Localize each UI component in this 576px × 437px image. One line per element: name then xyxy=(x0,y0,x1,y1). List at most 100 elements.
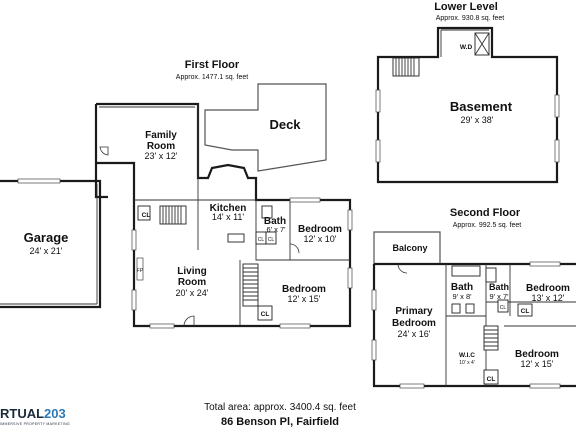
first-bedroom-b-dim: 12' x 15' xyxy=(288,294,321,304)
garage-dim: 24' x 21' xyxy=(30,246,63,256)
garage-outline xyxy=(0,179,102,309)
closet-label: CL xyxy=(500,305,507,311)
first-floor: First Floor Approx. 1477.1 sq. feet Deck… xyxy=(94,59,353,329)
window xyxy=(279,323,311,329)
family-room-name: Family xyxy=(145,130,177,141)
second-bath-a-dim: 9' x 8' xyxy=(452,292,472,301)
basement-stair-cross xyxy=(474,32,490,56)
window xyxy=(371,339,377,361)
garage-inner-wall xyxy=(0,184,98,305)
primary-bedroom-name-2: Bedroom xyxy=(392,318,436,329)
closet-box xyxy=(257,305,273,321)
closet-box xyxy=(137,205,151,221)
closet-box xyxy=(483,369,499,385)
kitchen-dim: 14' x 11' xyxy=(212,212,245,222)
basement-stair-treads xyxy=(395,58,415,76)
second-floor-walls xyxy=(445,264,576,386)
first-floor-title: First Floor xyxy=(185,59,240,71)
closet-label: CL xyxy=(268,237,275,243)
first-floor-area: Approx. 1477.1 sq. feet xyxy=(176,74,248,81)
closet-label: CL xyxy=(261,311,270,318)
kitchen-wall xyxy=(197,104,256,201)
living-kitchen-wall xyxy=(134,199,199,250)
bath-vanity xyxy=(465,303,475,314)
second-bath-b-dim: 9' x 7' xyxy=(489,292,509,301)
property-address: 86 Benson Pl, Fairfield xyxy=(221,416,339,428)
second-bedroom-b-dim: 12' x 15' xyxy=(521,359,554,369)
closet-label: CL xyxy=(142,212,151,219)
deck-outline xyxy=(204,83,327,172)
second-floor-area: Approx. 992.5 sq. feet xyxy=(453,222,522,229)
closet-box xyxy=(517,303,533,317)
basement-inner-wall xyxy=(440,29,489,57)
wic-dim: 10' x 4' xyxy=(459,360,475,366)
bath-vanity xyxy=(451,303,461,314)
fireplace-label: FP xyxy=(137,268,144,274)
basement-window xyxy=(554,94,560,118)
second-floor-title: Second Floor xyxy=(450,207,521,219)
garage-name: Garage xyxy=(24,230,69,245)
window xyxy=(529,261,561,267)
basement-window xyxy=(375,139,381,163)
front-door xyxy=(183,315,195,327)
deck-name: Deck xyxy=(269,117,301,132)
second-bath-b-name: Bath xyxy=(489,282,509,292)
garage-window xyxy=(17,178,61,184)
basement-window xyxy=(375,89,381,113)
family-room-name-2: Room xyxy=(147,141,175,152)
closet-label: CL xyxy=(258,237,265,243)
logo-tagline: IMMERSIVE PROPERTY MARKETING xyxy=(0,422,70,426)
living-room-dim: 20' x 24' xyxy=(176,288,209,298)
brand-logo: RTUAL203 IMMERSIVE PROPERTY MARKETING xyxy=(0,406,70,426)
second-bath-a-name: Bath xyxy=(451,282,473,293)
primary-bedroom-name: Primary xyxy=(395,306,433,317)
bath-tub xyxy=(451,265,481,277)
bath-tub xyxy=(485,267,497,283)
basement-name: Basement xyxy=(450,99,513,114)
window xyxy=(371,289,377,311)
washer-dryer-label: W.D xyxy=(460,44,473,51)
second-stair-treads xyxy=(484,329,498,347)
balcony-door xyxy=(397,263,408,274)
window xyxy=(529,383,561,389)
window xyxy=(289,197,321,203)
first-bedroom-b-name: Bedroom xyxy=(282,284,326,295)
window xyxy=(347,267,353,289)
bedroom-door xyxy=(289,243,300,254)
hall-stair-treads xyxy=(243,267,258,301)
second-bedroom-a-name: Bedroom xyxy=(526,283,570,294)
first-bedroom-a-dim: 12' x 10' xyxy=(304,234,337,244)
total-area: Total area: approx. 3400.4 sq. feet xyxy=(204,402,356,413)
first-stair-treads xyxy=(162,206,182,224)
bath-bedroom-walls xyxy=(255,200,350,261)
living-room-name: Living xyxy=(177,266,206,277)
kitchen-name: Kitchen xyxy=(210,203,247,214)
closet-label: CL xyxy=(521,308,530,315)
living-room-name-2: Room xyxy=(178,277,206,288)
garage: Garage 24' x 21' xyxy=(0,178,102,309)
basement-outline xyxy=(376,26,559,184)
window xyxy=(131,229,137,251)
first-bath-dim: 6' x 7' xyxy=(266,225,286,234)
first-floor-outline xyxy=(94,102,352,328)
closet-box xyxy=(497,299,509,313)
basement-dim: 29' x 38' xyxy=(461,115,494,125)
basement-window xyxy=(554,139,560,163)
family-room-door xyxy=(99,146,109,156)
lower-level-title: Lower Level xyxy=(434,1,498,13)
balcony-name: Balcony xyxy=(392,243,427,253)
closet-box xyxy=(265,231,277,245)
lower-level: Lower Level Approx. 930.8 sq. feet W.D B… xyxy=(375,1,560,184)
footer: Total area: approx. 3400.4 sq. feet 86 B… xyxy=(204,402,356,428)
second-floor: Second Floor Approx. 992.5 sq. feet Balc… xyxy=(371,207,576,389)
window xyxy=(399,383,425,389)
first-bath-name: Bath xyxy=(264,216,286,227)
first-floor-stairs xyxy=(159,205,187,225)
wic-name: W.I.C xyxy=(459,352,475,359)
second-bedroom-b-name: Bedroom xyxy=(515,349,559,360)
kitchen-counter xyxy=(227,233,245,243)
lower-level-area: Approx. 930.8 sq. feet xyxy=(436,15,505,22)
family-room-dim: 23' x 12' xyxy=(145,151,178,161)
